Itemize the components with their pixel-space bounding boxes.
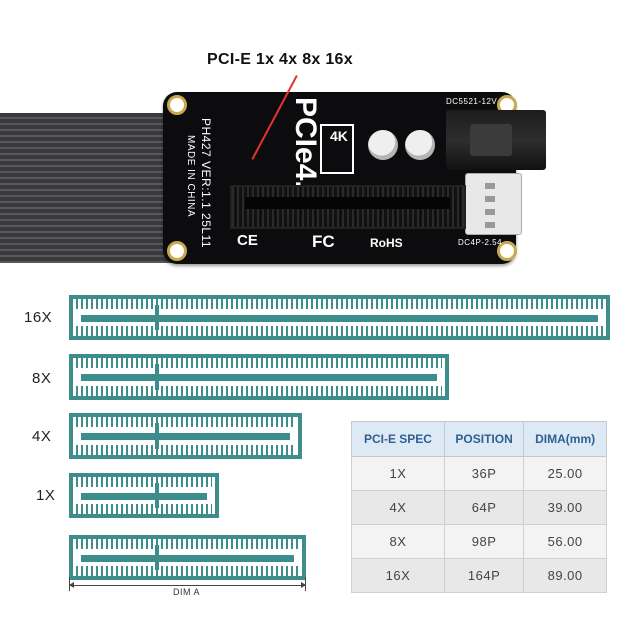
table-cell: 25.00	[523, 456, 607, 491]
slot-diagram-1x	[69, 473, 219, 518]
mount-hole	[497, 241, 517, 261]
spec-table: PCI-E SPEC POSITION DIMA(mm) 1X 36P 25.0…	[351, 421, 607, 593]
table-cell: 4X	[351, 490, 445, 525]
mount-hole	[167, 95, 187, 115]
table-cell: 16X	[351, 558, 445, 593]
slot-center-bar	[81, 492, 207, 500]
slot-pins	[76, 539, 299, 549]
ribbon-cable	[0, 113, 190, 263]
mount-hole	[167, 241, 187, 261]
connector-pin	[485, 222, 495, 228]
slot-pins	[76, 386, 442, 396]
connector-label: DC4P-2.54	[458, 238, 503, 247]
board-model-text: PH427 VER:1.1 25L11	[199, 118, 213, 249]
slot-label-8x: 8X	[32, 370, 52, 387]
table-cell: 39.00	[523, 490, 607, 525]
ce-mark: CE	[237, 232, 258, 249]
slot-pins	[76, 477, 212, 487]
capacitor	[368, 130, 398, 160]
slot-pins	[76, 417, 295, 427]
table-cell: 1X	[351, 456, 445, 491]
dimension-label: DIM A	[173, 587, 201, 597]
slot-pins	[76, 504, 212, 514]
slot-key	[155, 423, 159, 449]
slot-center-bar	[81, 554, 294, 562]
connector-pin	[485, 183, 495, 189]
slot-diagram-4x	[69, 413, 302, 459]
slot-key	[155, 305, 159, 330]
board-chip-text: 4K	[330, 128, 348, 144]
slot-pins	[76, 445, 295, 455]
slot-center-bar	[81, 433, 290, 440]
table-row: 16X 164P 89.00	[351, 558, 607, 593]
dimension-line	[69, 582, 306, 588]
table-cell: 8X	[351, 524, 445, 559]
fc-mark: FC	[312, 232, 335, 251]
board-made-in-text: MADE IN CHINA	[185, 135, 196, 218]
slot-diagram-8x	[69, 354, 449, 400]
slot-label-1x: 1X	[36, 487, 56, 504]
slot-pins	[76, 566, 299, 576]
table-row: 8X 98P 56.00	[351, 524, 607, 559]
rohs-mark: RoHS	[370, 236, 403, 250]
connector-pin	[485, 209, 495, 215]
slot-key	[155, 483, 159, 508]
capacitor	[405, 130, 435, 160]
table-cell: 56.00	[523, 524, 607, 559]
table-header: POSITION	[443, 421, 525, 457]
slot-label-4x: 4X	[32, 428, 52, 445]
table-header-row: PCI-E SPEC POSITION DIMA(mm)	[351, 421, 607, 457]
connector-pin	[485, 196, 495, 202]
dc-jack-hole	[470, 124, 512, 156]
slot-label-16x: 16X	[24, 309, 53, 326]
slot-pins	[76, 326, 603, 336]
slot-pins	[76, 299, 603, 309]
table-header: PCI-E SPEC	[351, 421, 445, 457]
table-header: DIMA(mm)	[523, 421, 607, 457]
table-cell: 164P	[443, 558, 525, 593]
slot-center-bar	[81, 374, 437, 381]
table-row: 1X 36P 25.00	[351, 456, 607, 491]
table-cell: 98P	[443, 524, 525, 559]
slot-diagram-dimension	[69, 535, 306, 580]
slot-pins	[76, 358, 442, 368]
callout-title: PCI-E 1x 4x 8x 16x	[207, 51, 353, 68]
dc-jack-label: DC5521-12V	[446, 97, 498, 106]
table-cell: 36P	[443, 456, 525, 491]
table-row: 4X 64P 39.00	[351, 490, 607, 525]
board-chip	[320, 124, 354, 174]
table-cell: 89.00	[523, 558, 607, 593]
slot-center-bar	[81, 314, 598, 322]
pcie-slot-opening	[245, 197, 450, 209]
table-cell: 64P	[443, 490, 525, 525]
slot-key	[155, 364, 159, 390]
slot-diagram-16x	[69, 295, 610, 340]
slot-key	[155, 545, 159, 570]
